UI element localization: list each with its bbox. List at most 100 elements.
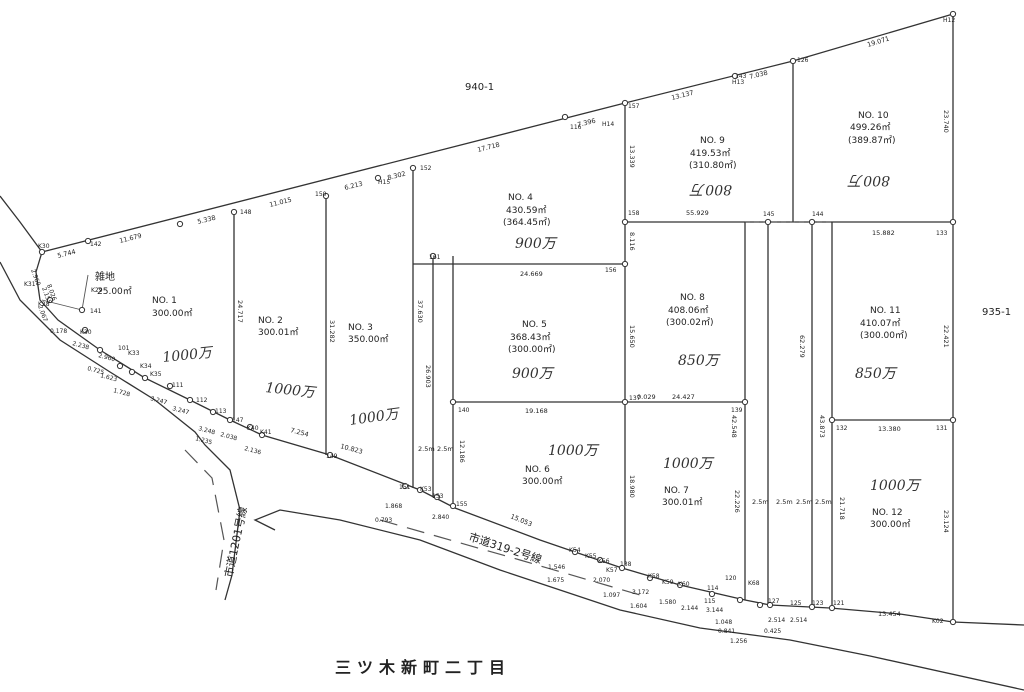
dimension-top: 6.213 [344, 180, 364, 192]
dimension-top: 17.718 [477, 141, 501, 154]
dimension-bottom: 2.5m [815, 498, 832, 506]
dimension-left: 1.868 [385, 503, 402, 510]
lot-no10-sub: (389.87㎡) [848, 135, 896, 146]
neighbor-east-label: 935-1 [982, 307, 1011, 318]
survey-point-marker [84, 237, 92, 245]
dimension-bottom: 2.5m [752, 498, 769, 506]
lot-no4-sub: (364.45㎡) [503, 217, 551, 228]
neighbor-north-label: 940-1 [465, 82, 494, 93]
point-label: K34 [140, 363, 152, 370]
dimension-left: 2.136 [243, 445, 262, 456]
point-label: 127 [768, 598, 780, 605]
lot-no4: NO. 4 430.59㎡ (364.45㎡) 900万 [503, 193, 558, 252]
point-label: 125 [790, 600, 802, 607]
dimension-labels: 5.74411.6795.33811.0156.2138.30217.7187.… [29, 35, 950, 645]
lot-no4-price: 900万 [515, 236, 558, 252]
survey-point-marker [46, 296, 54, 304]
point-label: 153 [432, 493, 444, 500]
survey-point-marker [949, 618, 957, 626]
dimension-left: 1.546 [548, 564, 565, 571]
point-label: K02 [932, 618, 944, 625]
lot-no2-area: 300.01㎡ [258, 327, 299, 338]
point-label: 142 [90, 241, 102, 248]
point-label: 139 [731, 407, 743, 414]
dimension-vertical: 8.116 [628, 232, 636, 251]
point-label: K60 [678, 581, 690, 588]
lot-no2-price: 1000万 [265, 380, 318, 401]
point-label: K33 [128, 350, 140, 357]
survey-point-marker [429, 252, 437, 260]
dimension-left: 2.840 [432, 514, 449, 521]
point-label: 116 [570, 124, 582, 131]
lot-no8-sub: (300.02㎡) [666, 317, 714, 328]
point-label: 157 [628, 103, 640, 110]
lot-no9-sub: (310.80㎡) [689, 160, 737, 171]
lot-no7: 1000万 NO. 7 300.01㎡ [662, 456, 715, 508]
point-label: 113 [215, 408, 227, 415]
dimension-left: 3.172 [632, 589, 649, 596]
survey-point-marker [618, 564, 626, 572]
point-label: 144 [812, 211, 824, 218]
dimension-top: 5.338 [197, 214, 217, 226]
survey-point-marker [116, 362, 124, 370]
survey-point-marker [621, 260, 629, 268]
lot-no5-area: 368.43㎡ [510, 332, 551, 343]
survey-point-marker [621, 99, 629, 107]
point-label: K59 [662, 579, 674, 586]
dimension-vertical: 12.186 [458, 440, 466, 463]
survey-point-marker [409, 164, 417, 172]
dimension-horizontal: 19.168 [525, 407, 548, 415]
point-label: 114 [707, 585, 719, 592]
dimension-bottom: 13.454 [878, 610, 901, 618]
road-1201-label: 市道1201号線 [221, 505, 250, 578]
point-label: H12 [943, 17, 955, 24]
point-label: 158 [628, 210, 640, 217]
point-label: K57 [606, 567, 618, 574]
lot-no11-price: 850万 [855, 366, 898, 382]
lot-no12: 1000万 NO. 12 300.00㎡ [870, 478, 922, 530]
point-label: 140 [458, 407, 470, 414]
dimension-vertical: 43.873 [818, 415, 826, 438]
dimension-horizontal: 13.380 [878, 425, 901, 433]
lot-no5: NO. 5 368.43㎡ (300.00㎡) 900万 [508, 320, 556, 382]
dimension-left: 3.247 [149, 395, 168, 406]
lot-no8-area: 408.06㎡ [668, 305, 709, 316]
survey-point-marker [949, 218, 957, 226]
point-label: H13 [732, 79, 744, 86]
road-319-label: 市道319-2号線 [467, 530, 544, 567]
lot-misc-name: 雑地 [95, 270, 115, 283]
district-title: 三ツ木新町二丁目 [335, 658, 511, 677]
survey-point-marker [38, 248, 46, 256]
dimension-left: 3.247 [171, 405, 190, 416]
survey-point-marker [176, 220, 184, 228]
survey-point-marker [226, 416, 234, 424]
lot-no1-price: 1000万 [162, 345, 215, 366]
dimension-left: 1.728 [112, 387, 131, 398]
dimension-vertical: 23.124 [942, 510, 950, 533]
point-label: 112 [196, 397, 208, 404]
survey-point-marker [416, 486, 424, 494]
lot-no4-name: NO. 4 [508, 193, 533, 203]
dimension-left: 1.235 [194, 435, 213, 446]
lot-no7-name: NO. 7 [664, 486, 689, 496]
dimension-vertical: 15.650 [628, 325, 636, 348]
dimension-vertical: 26.903 [424, 365, 432, 388]
lot-no6-area: 300.00㎡ [522, 476, 563, 487]
lot-no3: NO. 3 350.00㎡ 1000万 [348, 323, 402, 429]
point-label: K53 [420, 486, 432, 493]
point-label: 155 [456, 501, 468, 508]
point-label: 123 [812, 600, 824, 607]
dimension-left: 2.070 [593, 577, 610, 584]
dimension-bottom: 7.254 [289, 426, 309, 439]
road-centerline-319 [379, 519, 641, 596]
survey-point-marker [756, 601, 764, 609]
lot-misc-area: 25.00㎡ [97, 286, 132, 297]
survey-point-marker [81, 326, 89, 334]
survey-point-marker [731, 72, 739, 80]
survey-point-marker [808, 218, 816, 226]
dimension-left: 1.256 [730, 638, 747, 645]
survey-point-marker [828, 416, 836, 424]
point-label: K55 [585, 553, 597, 560]
survey-point-marker [209, 408, 217, 416]
